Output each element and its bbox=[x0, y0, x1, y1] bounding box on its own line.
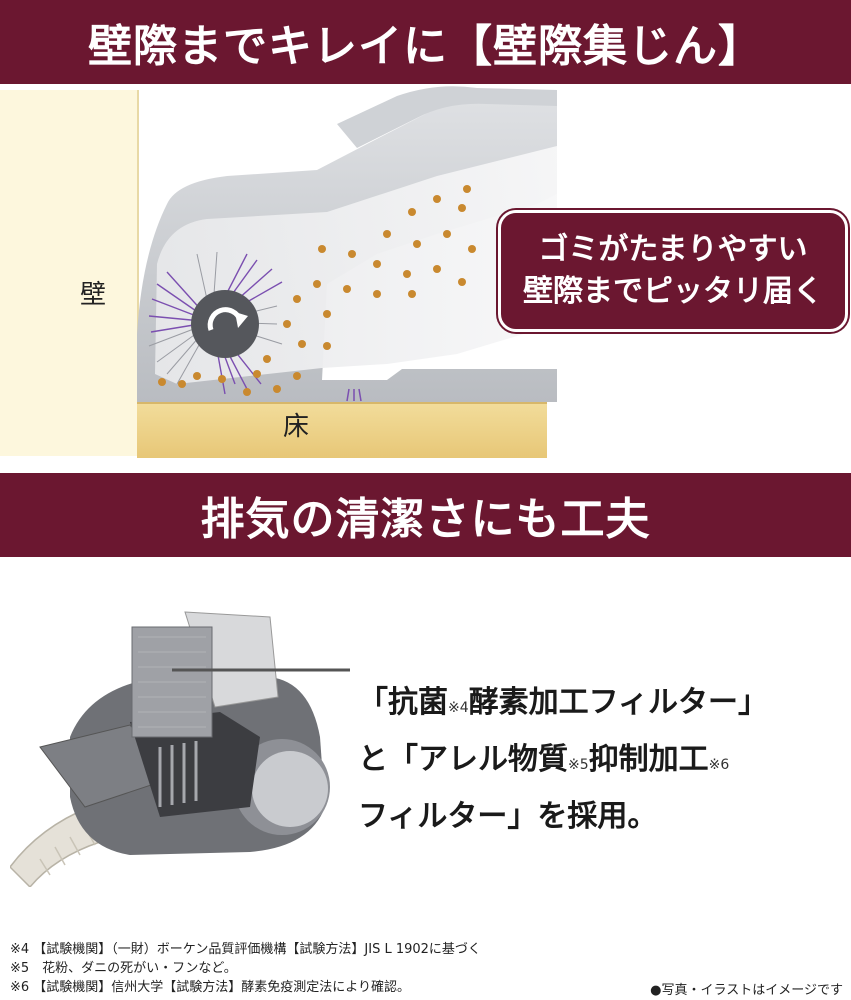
note-4-ref: ※4 bbox=[448, 700, 469, 716]
note-5-ref: ※5 bbox=[568, 757, 589, 773]
footnote-6: ※6 【試験機関】信州大学【試験方法】酵素免疫測定法により確認。 bbox=[10, 980, 411, 995]
floor-label: 床 bbox=[283, 412, 310, 442]
rotation-arrow-icon bbox=[207, 307, 248, 331]
filter-text-1a: 「抗菌 bbox=[358, 685, 448, 720]
footnote-5: ※5 花粉、ダニの死がい・フンなど。 bbox=[10, 961, 237, 976]
callout-box: ゴミがたまりやすい 壁際までピッタリ届く bbox=[498, 210, 848, 332]
filter-line-3: フィルター」を採用。 bbox=[358, 791, 768, 843]
top-banner: 壁際までキレイに【壁際集じん】 bbox=[0, 0, 851, 84]
filter-line-1: 「抗菌※4酵素加工フィルター」 bbox=[358, 677, 768, 734]
vacuum-product-image bbox=[10, 611, 350, 887]
callout-line-1: ゴミがたまりやすい bbox=[538, 232, 808, 267]
filter-description: 「抗菌※4酵素加工フィルター」 と「アレル物質※5抑制加工※6 フィルター」を採… bbox=[358, 677, 768, 843]
wall-label: 壁 bbox=[80, 280, 107, 310]
filter-text-2a: と「アレル物質 bbox=[358, 742, 568, 777]
wall-area bbox=[0, 90, 139, 456]
filter-section: 「抗菌※4酵素加工フィルター」 と「アレル物質※5抑制加工※6 フィルター」を採… bbox=[0, 557, 851, 917]
image-disclaimer: ●写真・イラストはイメージです bbox=[650, 983, 843, 998]
exhaust-banner: 排気の清潔さにも工夫 bbox=[0, 473, 851, 557]
filter-text-2b: 抑制加工 bbox=[588, 742, 709, 777]
filter-line-2: と「アレル物質※5抑制加工※6 bbox=[358, 734, 768, 791]
floor-area bbox=[137, 402, 547, 458]
footnote-4: ※4 【試験機関】（一財）ボーケン品質評価機構【試験方法】JIS L 1902に… bbox=[10, 942, 481, 957]
footnotes: ※4 【試験機関】（一財）ボーケン品質評価機構【試験方法】JIS L 1902に… bbox=[10, 940, 481, 997]
nozzle-illustration bbox=[137, 86, 557, 402]
note-6-ref: ※6 bbox=[708, 757, 730, 773]
exhaust-banner-title: 排気の清潔さにも工夫 bbox=[200, 494, 651, 545]
top-banner-title: 壁際までキレイに【壁際集じん】 bbox=[88, 21, 763, 72]
filter-text-3: フィルター」を採用。 bbox=[358, 799, 658, 834]
filter-text-1b: 酵素加工フィルター」 bbox=[468, 685, 769, 720]
nozzle-diagram: 壁 床 bbox=[0, 84, 851, 473]
dust-particles bbox=[158, 185, 476, 396]
brush-roller bbox=[191, 290, 259, 358]
callout-line-2: 壁際までピッタリ届く bbox=[523, 274, 823, 309]
